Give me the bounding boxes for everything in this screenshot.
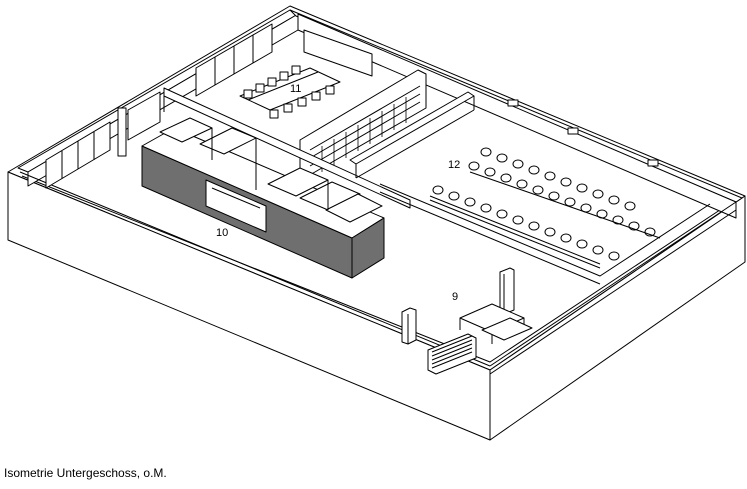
- room-9-foyer: 9: [401, 267, 533, 375]
- room-label-11: 11: [290, 83, 301, 95]
- drawing-caption: Isometrie Untergeschoss, o.M.: [4, 466, 167, 480]
- room-12-auditorium: 12: [429, 147, 661, 269]
- auditorium-seats: [432, 147, 656, 261]
- wall-board: [303, 29, 373, 77]
- windows-back-left: [45, 23, 273, 189]
- staircase: [427, 333, 477, 375]
- room-label-10: 10: [216, 227, 228, 239]
- room-11-conference: 11: [239, 65, 341, 119]
- room-10-block: 10: [141, 117, 385, 279]
- room-label-9: 9: [452, 291, 458, 303]
- conference-chairs: [243, 65, 335, 119]
- interior-walls: [117, 87, 711, 285]
- room-label-12: 12: [448, 159, 460, 171]
